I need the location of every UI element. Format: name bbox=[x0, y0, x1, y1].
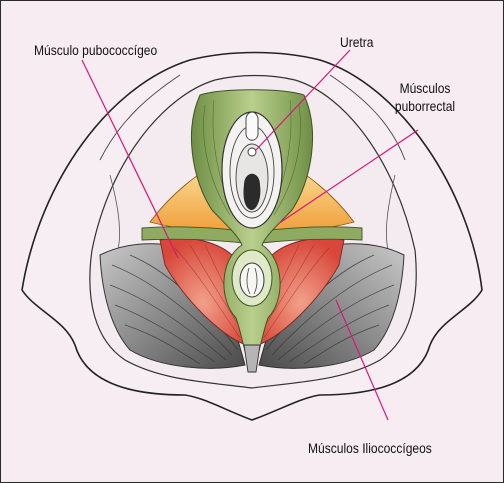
label-puborectalis-line2: puborrectal bbox=[386, 98, 463, 115]
label-urethra: Uretra bbox=[340, 34, 373, 51]
label-pubococcygeus: Músculo pubococcígeo bbox=[34, 42, 157, 59]
label-iliococcygeus: Músculos Iliococcígeos bbox=[308, 440, 432, 457]
clitoris bbox=[246, 112, 258, 140]
anus bbox=[240, 263, 264, 297]
urethral-opening bbox=[248, 148, 256, 156]
label-puborectalis-line1: Músculos bbox=[386, 80, 463, 97]
